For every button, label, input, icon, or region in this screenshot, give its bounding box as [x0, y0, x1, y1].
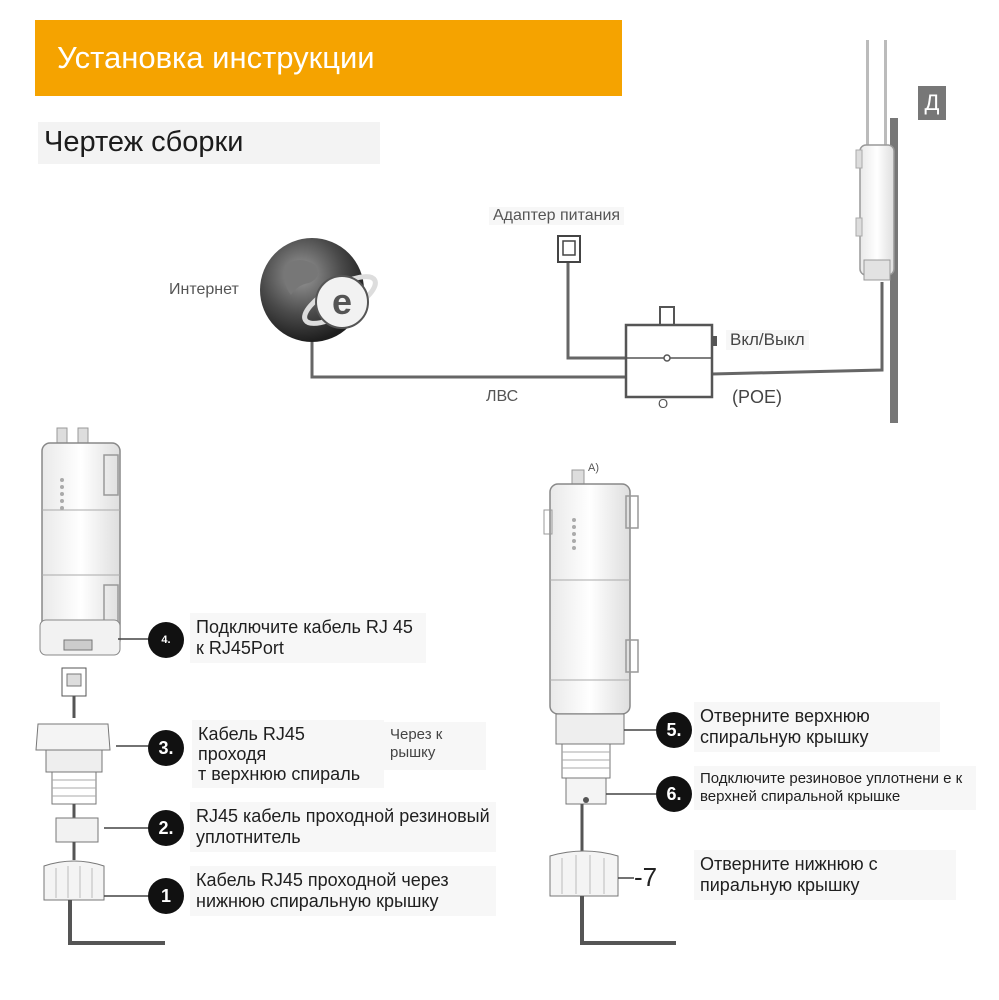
internet-globe-icon: e	[260, 238, 378, 342]
step-3-text: Кабель RJ45 проходя т верхнюю спираль	[192, 720, 384, 788]
step-7-text: Отверните нижнюю с пиральную крышку	[694, 850, 956, 900]
poe-box-label: O	[658, 396, 669, 411]
step-5-text: Отверните верхнюю спиральную крышку	[694, 702, 940, 752]
step-3-badge: 3.	[148, 730, 184, 766]
page-title: Установка инструкции	[57, 40, 375, 75]
step-4-text: Подключите кабель RJ 45 к RJ45Port	[190, 613, 426, 663]
step-2-text: RJ45 кабель проходной резиновый уплотнит…	[190, 802, 496, 852]
step-7-badge: -7	[634, 862, 658, 892]
mounted-router-icon	[855, 40, 895, 281]
step-3-line1: Кабель RJ45	[198, 724, 305, 744]
step-5-badge: 5.	[656, 712, 692, 748]
step-3-line3: т верхнюю спираль	[198, 764, 361, 784]
internet-label: Интернет	[169, 281, 239, 298]
corner-label: Д	[918, 86, 946, 120]
step-6-badge: 6.	[656, 776, 692, 812]
step-2-badge: 2.	[148, 810, 184, 846]
step-3-line2: проходя	[198, 744, 267, 764]
poe-injector-box	[624, 306, 717, 399]
power-adapter-plug-icon	[557, 235, 581, 263]
svg-text:e: e	[332, 281, 352, 322]
header-banner: Установка инструкции	[35, 20, 622, 96]
step-4-badge: 4.	[148, 622, 184, 658]
right-leader-lines	[606, 729, 656, 879]
adapter-label: Адаптер питания	[489, 207, 625, 225]
switch-label: Вкл/Выкл	[726, 330, 809, 350]
step-1-badge: 1	[148, 878, 184, 914]
left-leader-lines	[104, 638, 150, 897]
step-3-side-text: Через к рышку	[384, 722, 486, 770]
step-6-text: Подключите резиновое уплотнени е к верхн…	[694, 766, 976, 810]
lan-label: ЛВС	[486, 388, 519, 405]
network-wires	[310, 262, 884, 379]
section-subtitle-box: Чертеж сборки	[38, 122, 380, 164]
poe-label: (POE)	[732, 387, 783, 407]
right-router-device	[543, 469, 676, 945]
left-router-device	[35, 427, 165, 945]
antenna-label: A)	[588, 462, 599, 474]
step-1-text: Кабель RJ45 проходной через нижнюю спира…	[190, 866, 496, 916]
section-subtitle: Чертеж сборки	[44, 126, 244, 158]
